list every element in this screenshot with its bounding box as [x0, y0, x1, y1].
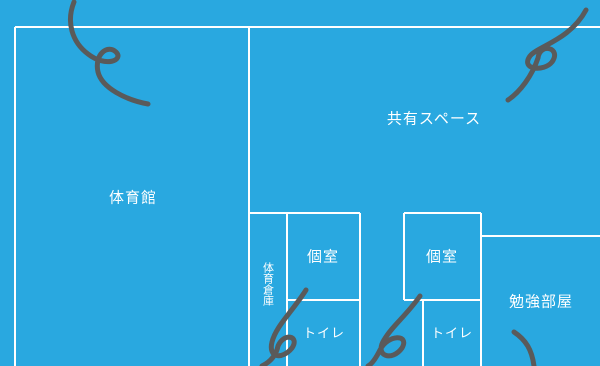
- scribble-1: [68, 0, 151, 107]
- room-label-gym: 体育館: [108, 188, 158, 207]
- scribble-5: [511, 329, 537, 366]
- hand-drawn-scribbles: [68, 0, 589, 366]
- room-label-private-room-2: 個室: [425, 247, 459, 266]
- room-label-shared-space: 共有スペース: [386, 109, 482, 128]
- room-label-gym-storage: 体育倉庫: [261, 262, 275, 306]
- room-label-study-room: 勉強部屋: [508, 292, 574, 311]
- room-label-toilet-2: トイレ: [430, 326, 474, 342]
- scribble-2: [505, 7, 589, 103]
- scribble-3: [259, 287, 309, 366]
- scribble-4: [365, 293, 423, 366]
- room-label-toilet-1: トイレ: [302, 326, 346, 342]
- room-label-private-room-1: 個室: [306, 247, 340, 266]
